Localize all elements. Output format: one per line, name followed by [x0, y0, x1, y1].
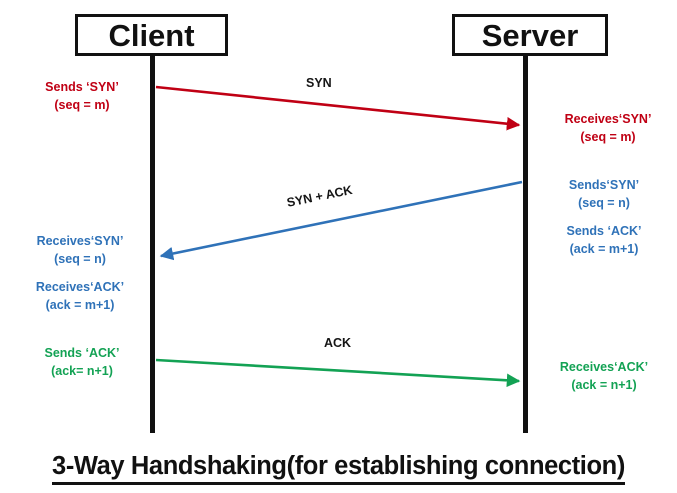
server-receives-ack-line-2: (ack = n+1): [571, 378, 637, 393]
client-receives-syn-annotation: Receives‘SYN’ (seq = n): [16, 232, 144, 268]
server-sends-ack-line-1: Sends ‘ACK’: [566, 224, 642, 238]
client-node: Client: [75, 14, 228, 56]
server-receives-ack-line-1: Receives‘ACK’: [559, 360, 649, 374]
ack-arrow: [155, 358, 521, 388]
server-sends-syn-line-1: Sends‘SYN’: [568, 178, 640, 192]
server-sends-syn-line-2: (seq = n): [578, 196, 630, 211]
server-receives-syn-annotation: Receives‘SYN’ (seq = m): [545, 110, 671, 146]
server-receives-ack-annotation: Receives‘ACK’ (ack = n+1): [541, 358, 667, 394]
diagram-title: 3-Way Handshaking(for establishing conne…: [0, 452, 677, 485]
client-receives-syn-line-2: (seq = n): [54, 252, 106, 267]
client-node-label: Client: [108, 17, 195, 53]
client-sends-syn-annotation: Sends ‘SYN’ (seq = m): [20, 78, 144, 114]
client-sends-ack-line-2: (ack= n+1): [51, 364, 113, 379]
syn-arrow-label: SYN: [306, 76, 332, 90]
server-node-label: Server: [481, 17, 579, 53]
server-receives-syn-line-2: (seq = m): [580, 130, 636, 145]
server-receives-syn-line-1: Receives‘SYN’: [564, 112, 652, 126]
server-sends-syn-annotation: Sends‘SYN’ (seq = n): [541, 176, 667, 212]
syn-ack-arrow: [159, 180, 523, 261]
ack-arrow-label: ACK: [324, 336, 352, 350]
client-receives-ack-annotation: Receives‘ACK’ (ack = m+1): [16, 278, 144, 314]
client-sends-syn-line-2: (seq = m): [54, 98, 110, 113]
client-receives-ack-line-1: Receives‘ACK’: [35, 280, 125, 294]
server-node: Server: [452, 14, 608, 56]
client-sends-syn-line-1: Sends ‘SYN’: [45, 80, 119, 94]
diagram-title-text: 3-Way Handshaking(for establishing conne…: [52, 452, 625, 485]
client-receives-syn-line-1: Receives‘SYN’: [36, 234, 124, 248]
server-sends-ack-annotation: Sends ‘ACK’ (ack = m+1): [541, 222, 667, 258]
syn-arrow: [155, 85, 521, 131]
client-sends-ack-line-1: Sends ‘ACK’: [44, 346, 120, 360]
client-sends-ack-annotation: Sends ‘ACK’ (ack= n+1): [20, 344, 144, 380]
server-sends-ack-line-2: (ack = m+1): [569, 242, 639, 257]
client-receives-ack-line-2: (ack = m+1): [45, 298, 115, 313]
